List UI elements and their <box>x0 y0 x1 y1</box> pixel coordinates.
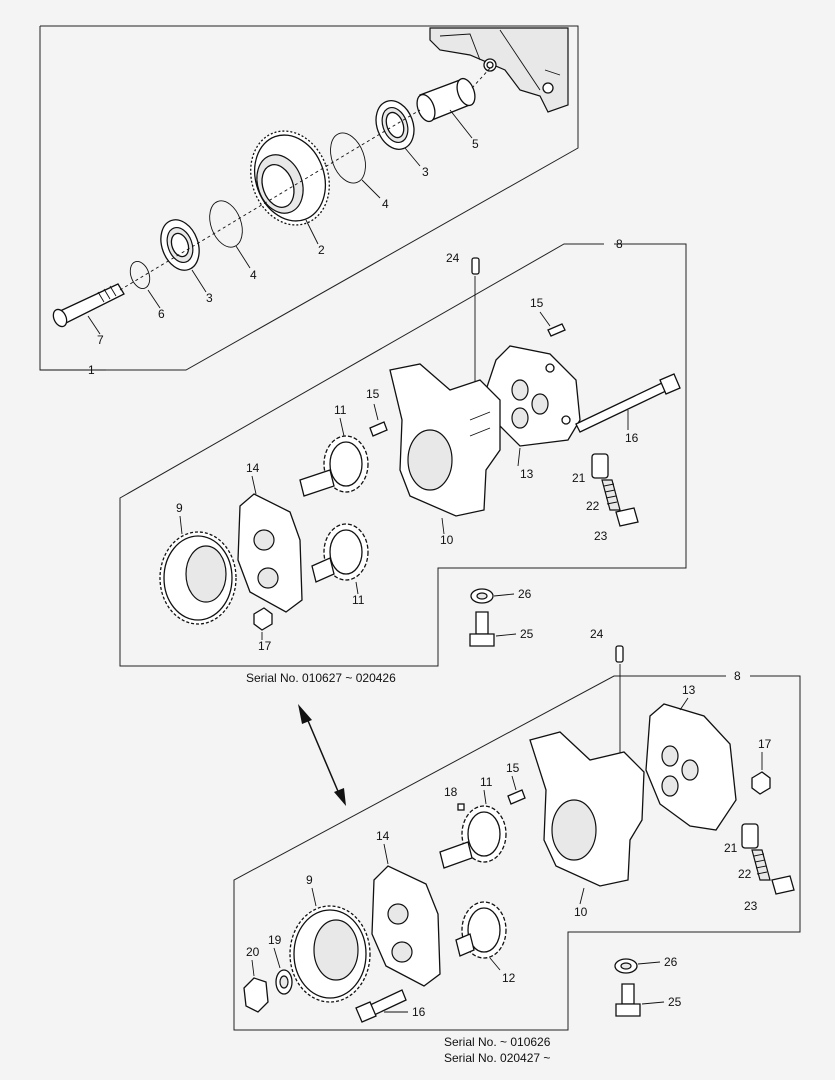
bearing-part-3-lower <box>160 219 200 271</box>
label-part-19: 19 <box>268 933 282 947</box>
label-part-24-upper: 24 <box>446 251 460 265</box>
label-part-24-lower: 24 <box>590 627 604 641</box>
label-part-16-lower: 16 <box>412 1005 426 1019</box>
pump-plate-part-14-lower: 14 <box>371 829 441 987</box>
bolt-part-25-lower: 25 <box>615 983 682 1017</box>
bolt-part-16-upper: 16 <box>575 373 681 445</box>
label-part-14-upper: 14 <box>246 461 260 475</box>
label-part-23-lower: 23 <box>744 899 758 913</box>
label-part-22-lower: 22 <box>738 867 752 881</box>
label-part-14-lower: 14 <box>376 829 390 843</box>
serial-range-upper: Serial No. 010627 ~ 020426 <box>246 671 396 685</box>
label-part-3-upper: 3 <box>422 165 429 179</box>
drive-gear-part-9-upper: 9 <box>159 501 237 625</box>
label-part-21-upper: 21 <box>572 471 586 485</box>
label-part-6: 6 <box>158 307 165 321</box>
label-part-9-upper: 9 <box>176 501 183 515</box>
pump-gear-part-11-upper-top: 11 <box>299 403 369 497</box>
label-part-12: 12 <box>502 971 516 985</box>
engine-housing <box>429 27 569 113</box>
pin-part-15-upper-right: 15 <box>530 296 566 337</box>
label-part-15-lower: 15 <box>506 761 520 775</box>
washer-part-19: 19 <box>268 933 293 995</box>
label-part-9-lower: 9 <box>306 873 313 887</box>
washer-part-26-lower: 26 <box>614 955 678 974</box>
label-part-7: 7 <box>97 333 104 347</box>
label-part-26-lower: 26 <box>664 955 678 969</box>
pin-part-15-upper-left: 15 <box>366 387 388 437</box>
label-part-10-upper: 10 <box>440 533 454 547</box>
drive-gear-part-9-lower: 9 <box>289 873 371 1003</box>
label-part-11-lower: 11 <box>480 775 493 789</box>
pump-body-part-10-upper: 10 <box>389 363 501 547</box>
bolt-part-25-upper: 25 <box>469 611 534 647</box>
label-part-8-upper: 8 <box>616 237 623 251</box>
pump-gear-part-11-upper-bottom: 11 <box>311 523 369 607</box>
nut-part-20: 20 <box>243 945 269 1013</box>
label-part-17-upper: 17 <box>258 639 272 653</box>
label-part-4-upper: 4 <box>382 197 389 211</box>
pump-cover-part-13-upper: 13 <box>485 345 581 481</box>
bolt-part-7 <box>52 283 125 328</box>
alternate-version-arrow <box>298 704 346 806</box>
snap-ring-part-4-lower <box>209 200 243 248</box>
label-part-11-upper-bottom: 11 <box>352 593 365 607</box>
label-part-4-lower: 4 <box>250 268 257 282</box>
pump-body-part-10-lower: 10 <box>529 731 645 919</box>
pump-cover-part-13-lower: 13 <box>645 683 737 831</box>
label-part-11-upper-top: 11 <box>334 403 347 417</box>
label-part-16-upper: 16 <box>625 431 639 445</box>
pump-gear-part-12: 12 <box>455 901 516 985</box>
label-part-13-upper: 13 <box>520 467 534 481</box>
label-part-25-upper: 25 <box>520 627 534 641</box>
pin-part-15-lower: 15 <box>506 761 526 805</box>
circlip-part-6 <box>129 261 151 289</box>
group-8-upper-frame <box>119 243 687 667</box>
label-part-15-upper-left: 15 <box>366 387 380 401</box>
group-1-frame <box>39 25 579 371</box>
idler-shaft-part-5 <box>416 65 493 123</box>
label-part-18: 18 <box>444 785 458 799</box>
label-part-25-lower: 25 <box>668 995 682 1009</box>
label-part-5: 5 <box>472 137 479 151</box>
label-part-1: 1 <box>88 363 95 377</box>
washer-part-26-upper: 26 <box>470 587 532 604</box>
label-part-10-lower: 10 <box>574 905 588 919</box>
label-part-3-lower: 3 <box>206 291 213 305</box>
label-part-17-lower: 17 <box>758 737 772 751</box>
label-part-21-lower: 21 <box>724 841 738 855</box>
nut-part-17-upper: 17 <box>253 607 273 653</box>
label-part-26-upper: 26 <box>518 587 532 601</box>
label-part-22-upper: 22 <box>586 499 600 513</box>
idler-gear-part-2 <box>250 130 330 226</box>
group-8-lower-frame <box>233 675 801 1031</box>
snap-ring-part-4-upper <box>330 132 366 184</box>
relief-valve-lower: 21 22 23 <box>724 823 795 913</box>
label-part-8-lower: 8 <box>734 669 741 683</box>
label-part-13-lower: 13 <box>682 683 696 697</box>
nut-part-17-lower: 17 <box>751 737 772 795</box>
label-part-23-upper: 23 <box>594 529 608 543</box>
label-part-20: 20 <box>246 945 260 959</box>
bolt-part-16-lower: 16 <box>355 989 426 1023</box>
relief-valve-upper: 21 22 23 <box>572 453 639 543</box>
key-part-18: 18 <box>444 785 465 811</box>
label-part-2: 2 <box>318 243 325 257</box>
pump-plate-part-14-upper: 14 <box>237 461 303 613</box>
pump-gear-part-11-lower: 11 <box>439 775 507 869</box>
serial-range-lower-2: Serial No. 020427 ~ <box>444 1051 550 1065</box>
label-part-15-upper-right: 15 <box>530 296 544 310</box>
serial-range-lower-1: Serial No. ~ 010626 <box>444 1035 551 1049</box>
